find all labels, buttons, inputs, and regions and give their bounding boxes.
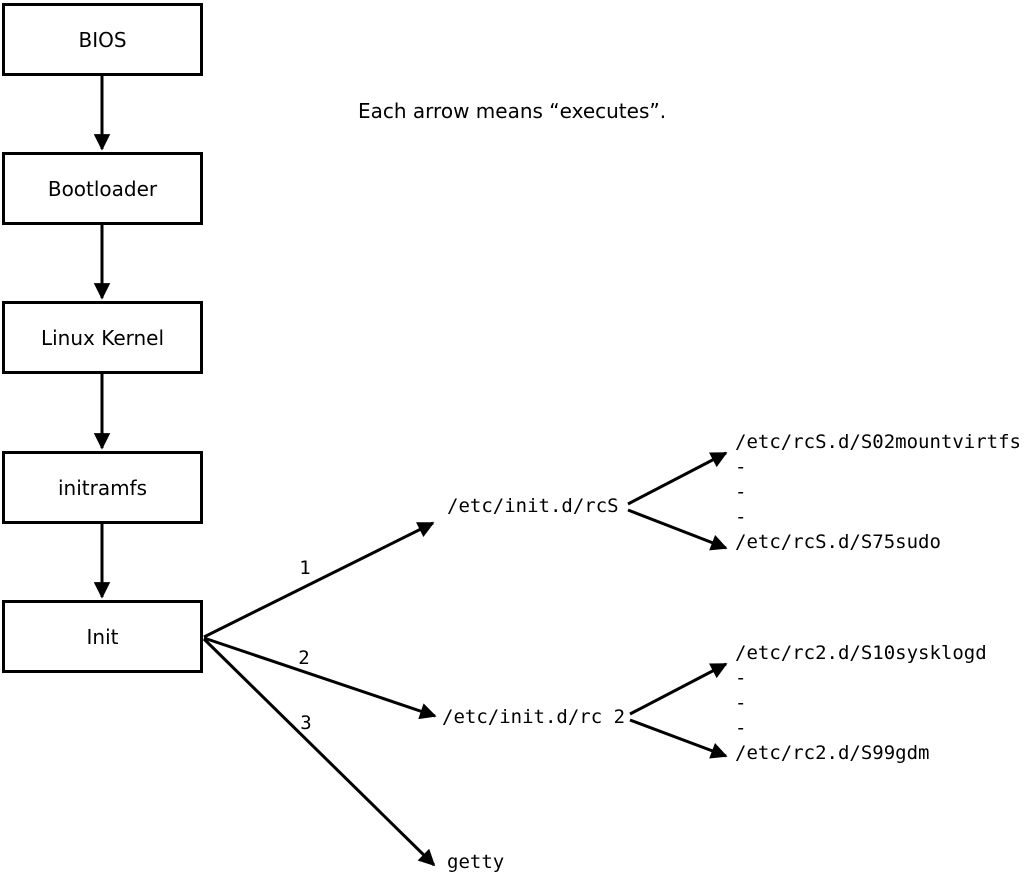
flow-box-bootloader: Bootloader [2,152,203,225]
rcs-script-list: /etc/rcS.d/S02mountvirtfs - - - /etc/rcS… [735,430,1021,555]
flow-box-label: Linux Kernel [40,325,165,350]
arrow-number-2: 2 [298,647,310,669]
list-item: - [735,667,747,689]
arrow-rc2-to-s10sysklogd [629,662,728,716]
arrow-init-to-rc2 [203,636,437,720]
flow-box-init: Init [2,600,203,673]
rc2-script-list: /etc/rc2.d/S10sysklogd - - - /etc/rc2.d/… [735,641,987,766]
list-item: - [735,456,747,478]
list-item: - [735,481,747,503]
node-etc-init-d-rcs: /etc/init.d/rcS [447,495,619,517]
arrow-rc2-to-s99gdm [629,718,728,759]
arrow-rcs-to-s02mountvirtfs [627,451,728,506]
list-item: - [735,717,747,739]
flow-box-label: Bootloader [47,176,158,201]
flow-box-label: BIOS [78,27,127,52]
list-item: - [735,692,747,714]
list-item: /etc/rcS.d/S75sudo [735,531,941,553]
flow-box-label: Init [86,624,119,649]
arrow-number-1: 1 [299,557,311,579]
arrow-init-to-getty [202,637,436,867]
flow-box-bios: BIOS [2,3,203,76]
node-etc-init-d-rc2: /etc/init.d/rc 2 [442,706,626,728]
arrow-init-to-rcs [203,521,435,639]
flow-box-label: initramfs [57,475,148,500]
diagram-caption: Each arrow means “executes”. [358,99,667,123]
flow-box-linux-kernel: Linux Kernel [2,301,203,374]
arrow-rcs-to-s75sudo [627,508,728,551]
list-item: /etc/rc2.d/S10sysklogd [735,642,987,664]
list-item: /etc/rcS.d/S02mountvirtfs [735,431,1021,453]
arrow-number-3: 3 [300,712,312,734]
flow-box-initramfs: initramfs [2,451,203,524]
list-item: - [735,506,747,528]
node-getty: getty [447,851,505,873]
list-item: /etc/rc2.d/S99gdm [735,742,930,764]
